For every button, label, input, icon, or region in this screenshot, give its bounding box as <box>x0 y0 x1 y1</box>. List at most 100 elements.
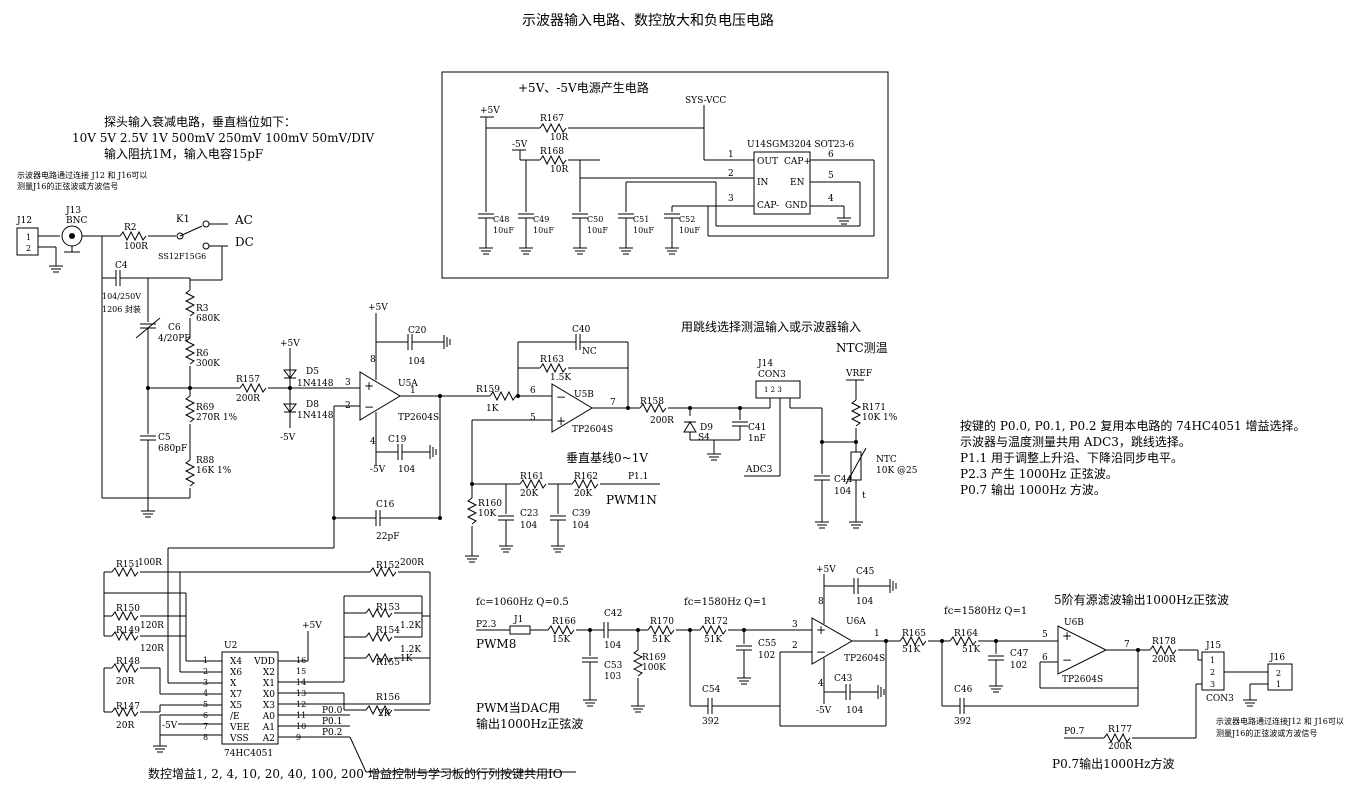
u2-pin-label: 14 <box>296 678 306 687</box>
svg-text:OUT: OUT <box>757 157 778 167</box>
svg-text:104: 104 <box>856 597 873 607</box>
svg-text:104: 104 <box>604 641 621 651</box>
svg-text:+: + <box>556 414 566 428</box>
svg-text:120R: 120R <box>140 621 164 631</box>
svg-text:1: 1 <box>1276 680 1281 689</box>
u2-pin-label: 8 <box>203 733 208 742</box>
svg-text:R161: R161 <box>520 472 544 482</box>
gain-note: 数控增益1, 2, 4, 10, 20, 40, 100, 200 <box>148 766 364 781</box>
output-connectors: J15 1 2 3 CON3 J16 2 1 P0.7 R177 200R P0… <box>1052 641 1344 771</box>
svg-text:4: 4 <box>828 194 834 204</box>
svg-text:51K: 51K <box>962 645 980 655</box>
gain-ctrl-note: 增益控制与学习板的行列按键共用IO <box>368 766 563 781</box>
svg-text:1: 1 <box>410 386 416 396</box>
svg-text:R154: R154 <box>376 626 400 636</box>
svg-text:R69: R69 <box>196 403 215 413</box>
svg-text:K1: K1 <box>176 214 190 225</box>
u2-pin-label: X0 <box>263 690 275 700</box>
svg-text:680pF: 680pF <box>158 444 187 454</box>
u2-pin-label: 13 <box>296 689 306 698</box>
svg-text:R151: R151 <box>116 560 140 570</box>
svg-text:R168: R168 <box>540 147 564 157</box>
svg-text:+5V: +5V <box>368 303 388 313</box>
svg-text:TP2604S: TP2604S <box>572 425 613 435</box>
svg-text:C46: C46 <box>954 685 973 695</box>
svg-text:-5V: -5V <box>512 140 528 150</box>
svg-text:20R: 20R <box>116 677 134 687</box>
svg-text:CAP+: CAP+ <box>784 157 811 167</box>
svg-text:10K: 10K <box>478 509 496 519</box>
u2-pin-label: X3 <box>263 701 275 711</box>
svg-text:-5V: -5V <box>280 433 296 443</box>
power-supply-box <box>441 71 889 279</box>
svg-text:R2: R2 <box>124 223 137 233</box>
svg-text:2K: 2K <box>378 709 391 719</box>
u2-pin-label: 7 <box>203 722 208 731</box>
svg-text:10R: 10R <box>550 133 568 143</box>
probe-note-line2: 10V 5V 2.5V 1V 500mV 250mV 100mV 50mV/DI… <box>72 131 375 145</box>
svg-text:NTC: NTC <box>876 455 897 465</box>
svg-text:C41: C41 <box>748 423 766 433</box>
svg-text:200R: 200R <box>400 558 424 568</box>
svg-text:J13: J13 <box>65 206 81 216</box>
svg-text:−: − <box>816 645 826 659</box>
u2-part: 74HC4051 <box>224 749 273 759</box>
power-circuit: +5V R167 10R SYS-VCC 1 C48 10uF -5V R168… <box>477 96 875 255</box>
svg-text:100R: 100R <box>138 558 162 568</box>
svg-text:VREF: VREF <box>845 369 872 379</box>
svg-text:R147: R147 <box>116 702 140 712</box>
svg-text:C44: C44 <box>834 475 853 485</box>
u2-pin-label: VDD <box>253 657 275 667</box>
svg-text:−: − <box>556 390 566 404</box>
u2-pin-label: A1 <box>262 723 275 733</box>
svg-text:20K: 20K <box>520 489 538 499</box>
svg-text:5阶有源滤波输出1000Hz正弦波: 5阶有源滤波输出1000Hz正弦波 <box>1054 592 1229 607</box>
svg-text:C50: C50 <box>587 215 603 224</box>
svg-text:fc=1060Hz Q=0.5: fc=1060Hz Q=0.5 <box>476 597 569 608</box>
svg-text:R167: R167 <box>540 114 564 124</box>
svg-text:104: 104 <box>408 357 425 367</box>
u2-pin-label: 5 <box>203 700 208 709</box>
svg-text:1.5K: 1.5K <box>550 373 571 383</box>
svg-text:P0.7: P0.7 <box>1064 727 1085 737</box>
svg-text:C52: C52 <box>679 215 695 224</box>
svg-text:P2.3: P2.3 <box>476 620 497 630</box>
u2-pin-label: 4 <box>203 689 208 698</box>
svg-text:C49: C49 <box>533 215 549 224</box>
input-attenuator: J12 1 2 J13 BNC R2 100R K1 AC DC SS12F15… <box>16 206 340 518</box>
svg-text:fc=1580Hz Q=1: fc=1580Hz Q=1 <box>944 606 1027 617</box>
svg-text:102: 102 <box>758 651 775 661</box>
svg-text:U5A: U5A <box>398 379 418 389</box>
svg-text:TP2604S: TP2604S <box>1062 675 1103 685</box>
svg-text:15K: 15K <box>552 635 570 645</box>
u2-pin-label: 1 <box>203 656 208 665</box>
svg-text:4/20PF: 4/20PF <box>158 334 191 344</box>
svg-text:1N4148: 1N4148 <box>297 411 334 421</box>
svg-text:R171: R171 <box>862 403 886 413</box>
svg-text:C42: C42 <box>604 609 622 619</box>
svg-text:10R: 10R <box>550 165 568 175</box>
svg-text:R148: R148 <box>116 657 140 667</box>
u2-pin-label: 6 <box>203 711 208 720</box>
svg-text:D9: D9 <box>700 423 713 433</box>
svg-text:3: 3 <box>728 194 734 204</box>
svg-text:1.2K: 1.2K <box>400 621 421 631</box>
svg-text:680K: 680K <box>196 314 220 324</box>
svg-text:R153: R153 <box>376 603 400 613</box>
svg-text:1: 1 <box>728 150 734 160</box>
u2-pin-label: VSS <box>229 734 249 744</box>
svg-text:10uF: 10uF <box>633 226 654 235</box>
svg-text:R164: R164 <box>954 629 978 639</box>
svg-text:R157: R157 <box>236 375 260 385</box>
svg-text:AC: AC <box>234 213 253 227</box>
svg-text:2: 2 <box>792 641 798 651</box>
svg-text:1: 1 <box>26 233 31 242</box>
svg-text:5: 5 <box>1042 630 1048 640</box>
svg-text:200R: 200R <box>650 416 674 426</box>
svg-text:C39: C39 <box>572 509 591 519</box>
svg-text:300K: 300K <box>196 359 220 369</box>
adc-select-circuit: 用跳线选择测温输入或示波器输入 NTC测温 R158 200R D9 S4 C4… <box>639 319 918 529</box>
svg-text:1.2K: 1.2K <box>400 645 421 655</box>
svg-text:104: 104 <box>834 487 851 497</box>
